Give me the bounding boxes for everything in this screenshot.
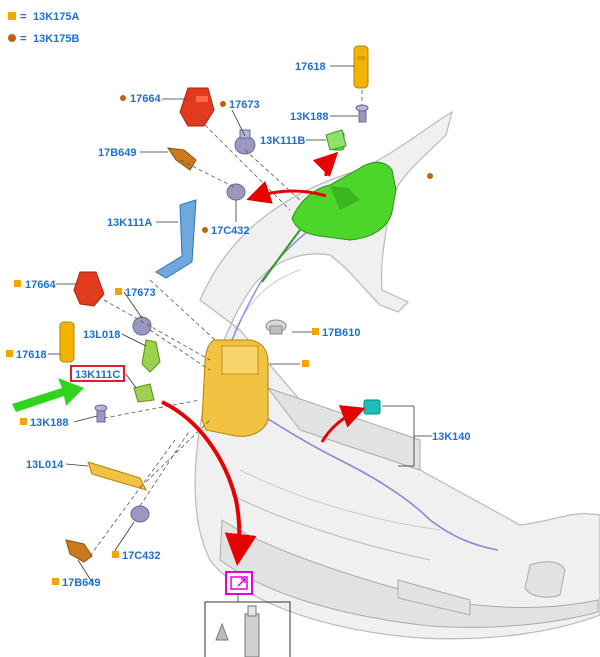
center-reservoir-assembly xyxy=(201,339,269,437)
legend: = 13K175A = 13K175B xyxy=(8,11,80,45)
marker-square xyxy=(52,578,59,585)
dashed-alignment-lines xyxy=(89,90,363,557)
pump-17664-top xyxy=(179,87,215,127)
washer-reservoir xyxy=(291,131,397,241)
marker-square xyxy=(115,288,122,295)
label-17C432-bottom[interactable]: 17C432 xyxy=(122,550,161,562)
marker-dot xyxy=(220,101,226,107)
grommet-17C432-bottom xyxy=(130,505,150,523)
label-13K111A[interactable]: 13K111A xyxy=(107,217,152,229)
grommet-13K188-left xyxy=(94,404,108,423)
marker-dot xyxy=(120,95,126,101)
label-17B649-bottom[interactable]: 17B649 xyxy=(62,577,101,589)
bracket-13K111A xyxy=(155,199,197,279)
sensor-17B610 xyxy=(265,319,287,335)
label-17664-left[interactable]: 17664 xyxy=(25,279,56,291)
red-arrow-to-detail xyxy=(161,400,257,566)
marker-square xyxy=(312,328,319,335)
grommet-17673-left xyxy=(132,316,152,336)
label-13K111C[interactable]: 13K111C xyxy=(75,369,120,381)
nozzle-17B649-bottom xyxy=(65,539,93,563)
marker-square xyxy=(112,551,119,558)
label-13K140[interactable]: 13K140 xyxy=(432,431,471,443)
label-13K111B[interactable]: 13K111B xyxy=(260,135,305,147)
grommet-13K188-top xyxy=(355,104,369,123)
legend-equals: = xyxy=(20,11,26,23)
nozzle-13K111B xyxy=(325,129,347,151)
label-17673-mid[interactable]: 17673 xyxy=(125,287,156,299)
green-pointer-arrow xyxy=(12,378,84,412)
marker-dot xyxy=(202,227,208,233)
detail-inset xyxy=(204,571,291,657)
label-17B649-top[interactable]: 17B649 xyxy=(98,147,137,159)
marker-square xyxy=(20,418,27,425)
highlight-box-13K111C xyxy=(70,365,125,382)
legend-label-a: 13K175A xyxy=(33,11,80,23)
label-17618-top[interactable]: 17618 xyxy=(295,61,326,73)
marker-square xyxy=(302,360,309,367)
marker-square xyxy=(14,280,21,287)
callout-arrows xyxy=(161,151,366,566)
bracket-13L018 xyxy=(141,339,161,373)
grommet-17673-top xyxy=(234,129,256,155)
washer-jet-13L014 xyxy=(87,461,147,491)
legend-dot-swatch xyxy=(8,34,16,42)
legend-equals-b: = xyxy=(20,33,26,45)
label-17664-top[interactable]: 17664 xyxy=(130,93,161,105)
pump-17618-top xyxy=(353,45,369,89)
label-17C432-top[interactable]: 17C432 xyxy=(211,225,250,237)
label-17618-left[interactable]: 17618 xyxy=(16,349,47,361)
red-arrow-to-reservoir-top xyxy=(312,151,339,178)
nozzle-17B649-top xyxy=(166,147,197,171)
hose-green-section xyxy=(261,229,301,283)
pump-17664-left xyxy=(73,271,105,307)
marker-square xyxy=(6,350,13,357)
marker-dot xyxy=(427,173,433,179)
leader-lines xyxy=(48,65,432,583)
grommet-17C432-top xyxy=(226,183,246,201)
nozzle-13K111C xyxy=(133,383,155,403)
connector-13K140 xyxy=(363,399,381,415)
label-13K188-top[interactable]: 13K188 xyxy=(290,111,329,123)
pump-17618-left xyxy=(59,321,75,363)
external-link-icon[interactable] xyxy=(230,576,248,590)
legend-square-swatch xyxy=(8,12,16,20)
label-13L014[interactable]: 13L014 xyxy=(26,459,64,471)
label-17673-top[interactable]: 17673 xyxy=(229,99,260,111)
part-labels: 17618 13K188 13K111B 17664 17673 17B649 … xyxy=(6,61,471,589)
bumper-cover xyxy=(194,110,600,640)
zoom-link-box[interactable] xyxy=(225,571,253,595)
label-13K188-left[interactable]: 13K188 xyxy=(30,417,69,429)
label-13L018[interactable]: 13L018 xyxy=(83,329,120,341)
red-arrow-to-grommet xyxy=(246,180,327,204)
red-arrow-to-connector xyxy=(320,405,366,443)
label-17B610[interactable]: 17B610 xyxy=(322,327,361,339)
legend-label-b: 13K175B xyxy=(33,33,80,45)
wiring-harness xyxy=(229,394,499,551)
